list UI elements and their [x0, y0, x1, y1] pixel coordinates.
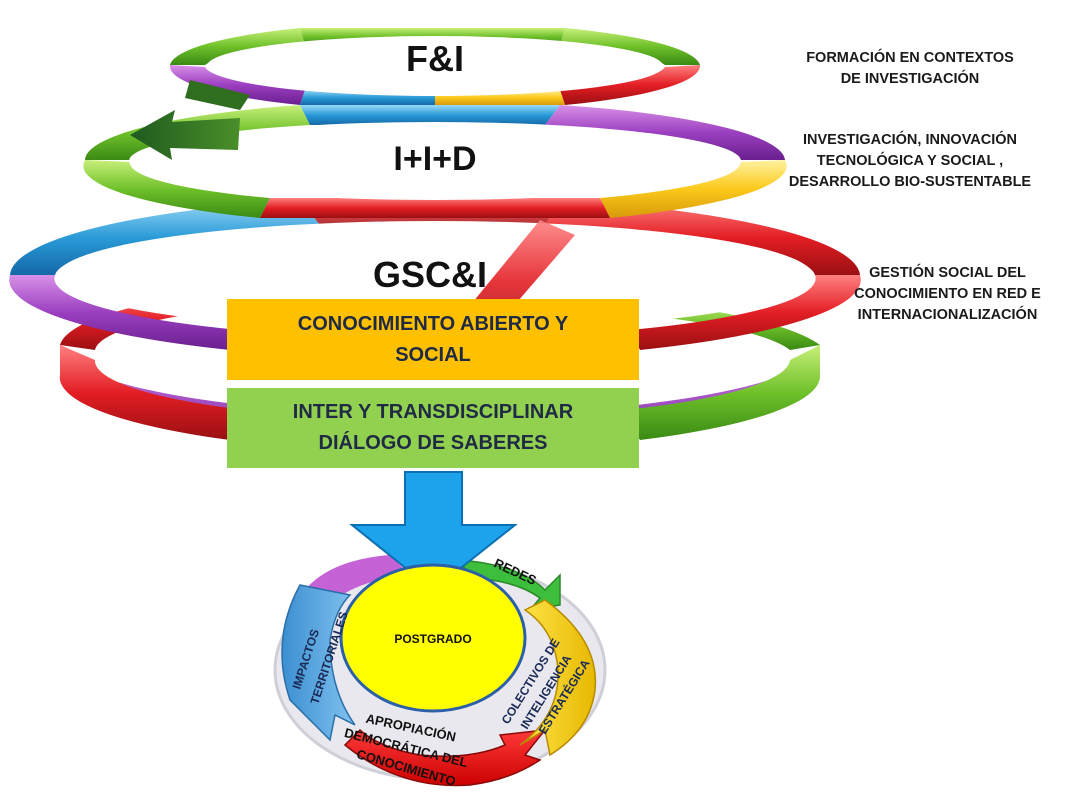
- ring-description-fi: FORMACIÓN EN CONTEXTOS DE INVESTIGACIÓN: [806, 50, 1014, 87]
- dark-green-arrows: [130, 80, 250, 160]
- center-label: POSTGRADO: [394, 632, 471, 646]
- ring-iid: [83, 105, 787, 218]
- ring-fi: [169, 28, 701, 105]
- down-arrow: [349, 471, 518, 592]
- segment-impactos: [281, 584, 356, 742]
- ring-title-gsci: GSC&I: [372, 254, 487, 295]
- segment-colectivos: [519, 599, 597, 757]
- ring-description-iid: INVESTIGACIÓN, INNOVACIÓN TECNOLÓGICA Y …: [788, 132, 1032, 190]
- postgrado-circle: [339, 563, 527, 713]
- segment-purple: [305, 555, 410, 600]
- ring-title-fi: F&I: [406, 38, 464, 79]
- open-knowledge-box: CONOCIMIENTO ABIERTO Y SOCIAL: [227, 299, 639, 380]
- ring-title-iid: I+I+D: [393, 140, 477, 178]
- ring-description-gsci: GESTIÓN SOCIAL DEL CONOCIMIENTO EN RED E…: [854, 265, 1041, 323]
- segment-redes: [458, 559, 561, 612]
- segment-apropiacion: [343, 728, 547, 787]
- dialogue-box: INTER Y TRANSDISCIPLINAR DIÁLOGO DE SABE…: [227, 388, 639, 468]
